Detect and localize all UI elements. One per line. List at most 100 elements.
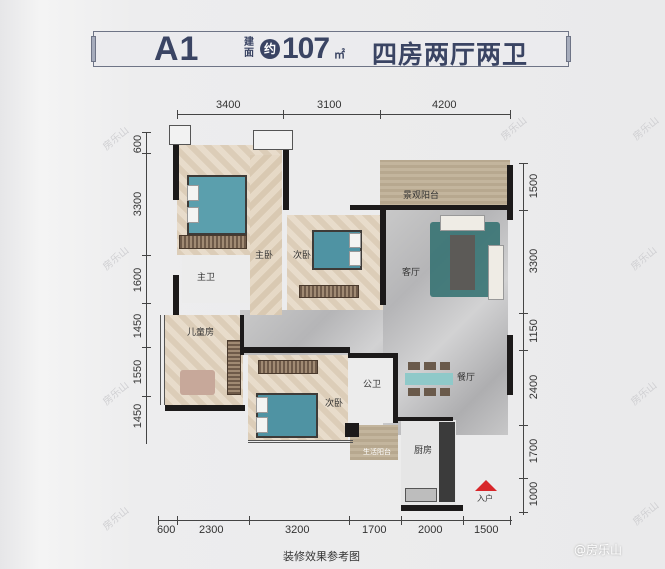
watermark: 房乐山 (101, 245, 132, 273)
room-label-dining-room: 餐厅 (457, 373, 476, 383)
ac-ledge (169, 125, 191, 145)
dimension-tick (519, 313, 528, 314)
entrance-arrow-icon (475, 480, 497, 491)
wall (350, 205, 510, 210)
dimension-tick (463, 516, 464, 525)
room-label-second-bedroom-top: 次卧 (293, 251, 312, 261)
dim-top-1: 3400 (216, 99, 241, 111)
pillow (349, 233, 361, 248)
dimension-tick (519, 478, 528, 479)
dim-right-1: 1500 (528, 173, 540, 199)
floor-plan: 主卧 主卫 次卧 景观阳台 客厅 儿童房 次卧 公卫 餐厅 生活阳台 (155, 125, 517, 515)
wall (398, 417, 453, 421)
dimension-tick (142, 153, 151, 154)
dim-right-5: 1700 (528, 438, 540, 464)
dimension-tick (177, 110, 178, 119)
window (248, 440, 353, 443)
wall (393, 353, 398, 423)
sofa (440, 215, 485, 231)
pillow (187, 185, 199, 201)
sofa (488, 245, 504, 300)
window (160, 315, 165, 405)
room-label-landscape-balcony: 景观阳台 (403, 191, 440, 201)
dim-bottom-3: 3200 (285, 524, 310, 536)
dimension-tick (519, 512, 528, 513)
wardrobe (258, 360, 318, 374)
area-label: 建面 (244, 37, 254, 59)
watermark: 房乐山 (101, 380, 132, 408)
landscape-balcony (380, 160, 510, 210)
dim-bottom-2: 2300 (199, 524, 224, 536)
dimension-tick (519, 350, 528, 351)
dimension-tick (177, 516, 178, 525)
wall (173, 275, 179, 315)
room-label-kids-room: 儿童房 (187, 328, 215, 338)
dimension-tick (283, 110, 284, 119)
top-dimension-line (177, 114, 510, 115)
banner-cap-left (91, 36, 96, 62)
wall (283, 145, 289, 210)
dim-bottom-5: 2000 (418, 524, 443, 536)
room-label-master-bedroom: 主卧 (255, 251, 274, 261)
right-dimension-line (523, 163, 524, 515)
kitchen-counter (439, 422, 455, 502)
dimension-tick (142, 347, 151, 348)
wall (165, 405, 245, 411)
room-label-public-bath: 公卫 (363, 380, 382, 390)
caption: 装修效果参考图 (283, 550, 360, 563)
bottom-dimension-line (158, 520, 512, 521)
room-label-master-bath: 主卫 (197, 273, 216, 283)
dimension-tick (349, 516, 350, 525)
wall (507, 335, 513, 395)
pillow (187, 207, 199, 223)
dimension-tick (401, 516, 402, 525)
credit: @房乐山 (574, 543, 623, 557)
watermark: 房乐山 (101, 505, 132, 533)
pillow (349, 251, 361, 266)
dim-top-3: 4200 (432, 99, 457, 111)
dim-right-6: 1000 (528, 481, 540, 507)
dimension-tick (519, 210, 528, 211)
dimension-tick (142, 303, 151, 304)
dim-left-6: 1450 (132, 403, 144, 429)
wall (380, 210, 386, 305)
room-label-second-bedroom-bottom: 次卧 (325, 399, 344, 409)
bay-window (253, 130, 293, 150)
dimension-tick (142, 132, 151, 133)
second-bedroom-top (287, 215, 383, 310)
wardrobe (299, 285, 359, 298)
dim-bottom-6: 1500 (474, 524, 499, 536)
dining-table (405, 373, 453, 385)
dimension-tick (510, 516, 511, 525)
wall (240, 315, 244, 355)
banner-cap-right (566, 36, 571, 62)
dimension-tick (380, 110, 381, 119)
dim-left-5: 1550 (132, 359, 144, 385)
wall (240, 347, 350, 353)
watermark: 房乐山 (629, 380, 660, 408)
room-label-living-room: 客厅 (402, 268, 421, 278)
laundry-nook (353, 160, 378, 205)
master-bed (187, 175, 247, 235)
sink (405, 488, 437, 502)
kids-bed (180, 370, 215, 395)
unit-model: A1 (154, 30, 200, 68)
watermark: 房乐山 (101, 125, 132, 153)
room-label-kitchen: 厨房 (414, 446, 433, 456)
dimension-tick (519, 425, 528, 426)
watermark: 房乐山 (629, 245, 660, 273)
room-label-entrance: 入户 (477, 494, 493, 503)
dimension-tick (519, 163, 528, 164)
pillow (256, 397, 268, 413)
area-unit: ㎡ (334, 48, 345, 61)
wall (348, 353, 396, 358)
watermark: 房乐山 (631, 115, 662, 143)
watermark: 房乐山 (631, 500, 662, 528)
dimension-tick (249, 516, 250, 525)
master-hall (250, 155, 282, 315)
wall (173, 145, 179, 200)
pillow (256, 417, 268, 433)
left-dimension-line (146, 132, 147, 444)
kids-room (165, 315, 243, 405)
dim-right-3: 1150 (528, 319, 540, 343)
